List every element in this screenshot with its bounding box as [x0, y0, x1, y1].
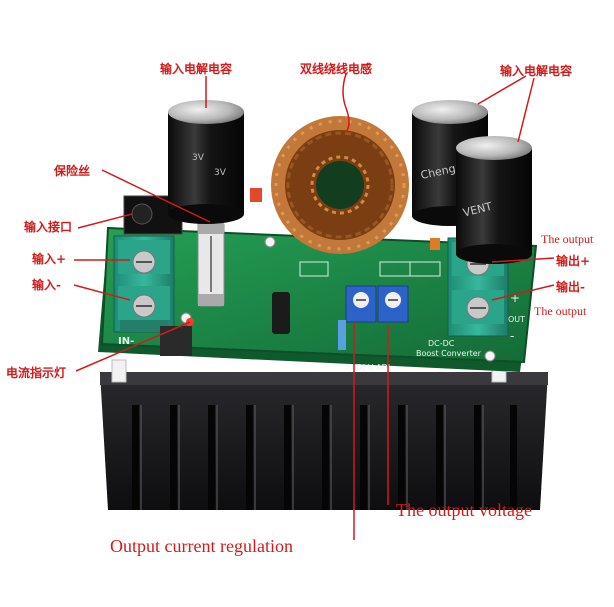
board-plus-mark: +	[510, 291, 520, 305]
label-fuse: 保险丝	[54, 164, 91, 178]
label-output-minus: 输出-	[556, 280, 585, 294]
board-in-mark: IN-	[118, 336, 134, 347]
board-minus-mark: -	[510, 329, 514, 343]
label-input-cap-left: 输入电解电容	[160, 62, 233, 76]
board-subtitle: Boost Converter	[416, 349, 482, 358]
label-input-plus: 输入+	[32, 252, 67, 266]
fuse	[197, 221, 225, 307]
label-input-cap-right: 输入电解电容	[500, 64, 573, 78]
label-output-plus: 输出+	[556, 254, 591, 268]
input-capacitor-left: 3V 3V	[168, 100, 244, 224]
label-input-jack: 输入接口	[24, 220, 73, 234]
board-out-mark: OUT	[508, 315, 525, 324]
label-the-output-top: The output	[541, 232, 594, 246]
toroid-inductor	[271, 116, 409, 254]
input-terminal-block	[113, 235, 175, 333]
heatsink	[100, 372, 548, 510]
annotation-arrows	[73, 73, 555, 540]
input-capacitor-right-front: VENT	[456, 136, 532, 264]
label-current-led: 电流指示灯	[6, 366, 67, 380]
label-inductor: 双线绕线电感	[300, 62, 373, 76]
label-output-current-regulation: Output current regulation	[110, 536, 293, 556]
left-cap-marking-a: 3V	[192, 153, 205, 163]
potentiometers	[345, 285, 409, 323]
label-the-output-bottom: The output	[534, 304, 587, 318]
board-title: DC-DC	[428, 339, 455, 348]
label-output-voltage: The output voltage	[396, 500, 532, 520]
left-cap-marking-b: 3V	[214, 168, 227, 178]
board-adj-label: I-ADJ U-ADJ	[346, 363, 390, 372]
label-input-minus: 输入-	[32, 278, 61, 292]
small-components	[160, 188, 440, 356]
